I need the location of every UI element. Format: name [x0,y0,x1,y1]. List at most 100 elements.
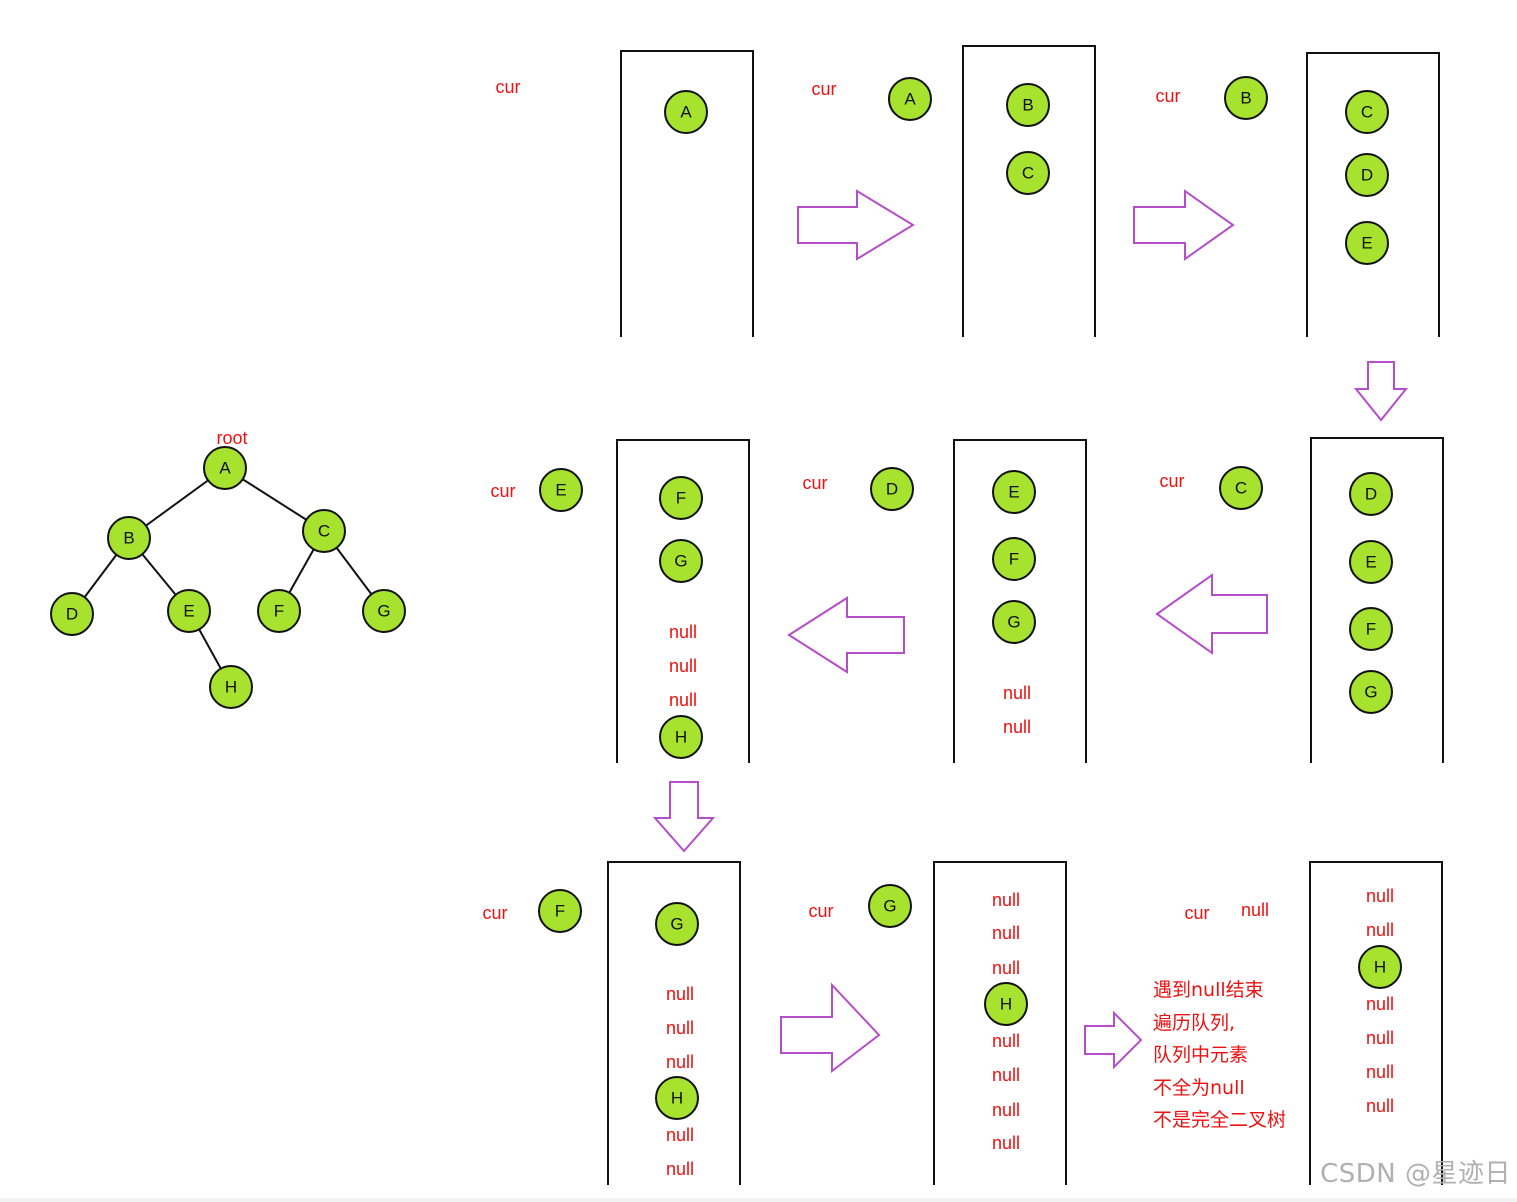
watermark: CSDN @星迹日 [1320,1159,1511,1189]
tree-node-circle [302,509,346,553]
tree-node-circle [362,589,406,633]
queue-node-circle [659,476,703,520]
tree-node-label: D [66,605,78,624]
queue-box [616,439,750,763]
cur-node-circle [539,468,583,512]
queue-node-circle [1345,90,1389,134]
queue-node-circle [1349,472,1393,516]
queue-node-label: D [1361,166,1373,185]
queue-node-label: G [1364,683,1377,702]
root-label: root [216,428,247,448]
queue-node-circle [1345,153,1389,197]
queue-node-circle [984,982,1028,1026]
queue-node-circle [1349,607,1393,651]
queue-box [1310,437,1444,763]
queue-null: null [992,1133,1020,1153]
queue-null: null [666,1052,694,1072]
queue-node-circle [1349,670,1393,714]
tree-node-circle [257,589,301,633]
tree-node-circle [209,665,253,709]
queue-null: null [666,984,694,1004]
queue-node-label: E [1008,483,1019,502]
queue-node-label: E [1365,553,1376,572]
tree-node-label: E [183,602,194,621]
tree-node-circle [167,589,211,633]
cur-node-circle [1219,466,1263,510]
arrow-left [1155,573,1268,655]
cur-node-label: G [883,897,896,916]
queue-node-circle [1358,945,1402,989]
tree-node-label: F [274,602,284,621]
cur-node-label: D [886,480,898,499]
cur-node-label: A [904,90,916,109]
queue-box [607,861,741,1185]
queue-node-circle [655,1076,699,1120]
cur-label: cur [802,473,827,493]
queue-null: null [1366,1096,1394,1116]
queue-node-label: H [671,1089,683,1108]
cur-node-label: E [555,481,566,500]
queue-null: null [1366,886,1394,906]
queue-node-circle [992,600,1036,644]
queue-node-circle [992,537,1036,581]
queue-node-circle [655,902,699,946]
cur-label: cur [808,901,833,921]
tree-node-label: H [225,678,237,697]
arrow-right [1133,189,1235,261]
queue-null: null [992,923,1020,943]
cur-label: cur [495,77,520,97]
queue-node-label: F [1009,550,1019,569]
queue-node-label: B [1022,96,1033,115]
arrow-left [787,596,905,674]
cur-node-circle [888,77,932,121]
queue-null: null [1366,994,1394,1014]
queue-null: null [1366,1028,1394,1048]
queue-null: null [669,622,697,642]
queue-node-label: F [1366,620,1376,639]
cur-label: cur [1159,471,1184,491]
queue-node-label: C [1022,164,1034,183]
note-line: 遍历队列, [1153,1011,1236,1034]
queue-node-label: D [1365,485,1377,504]
queue-node-circle [659,715,703,759]
note-line: 遇到null结束 [1153,979,1264,1001]
cur-label: cur [1184,903,1209,923]
queue-node-circle [1349,540,1393,584]
queue-node-label: F [676,489,686,508]
queue-null: null [992,958,1020,978]
queue-node-label: E [1361,234,1372,253]
queue-node-circle [1345,221,1389,265]
queue-null: null [992,1100,1020,1120]
queue-node-label: H [1374,958,1386,977]
cur-node-circle [538,889,582,933]
queue-null: null [669,656,697,676]
queue-node-circle [1006,83,1050,127]
queue-node-label: G [1007,613,1020,632]
queue-node-label: G [674,552,687,571]
queue-null: null [669,690,697,710]
note-line: 不是完全二叉树 [1153,1109,1287,1131]
cur-node-circle [870,467,914,511]
note-line: 队列中元素 [1153,1044,1249,1066]
queue-box [620,50,754,337]
cur-node-circle [868,884,912,928]
queue-null: null [666,1125,694,1145]
queue-null: null [1366,920,1394,940]
tree-node-label: C [318,522,330,541]
cur-node-label: C [1235,479,1247,498]
queue-node-label: H [1000,995,1012,1014]
cur-label: cur [482,903,507,923]
queue-box [953,439,1087,763]
arrow-right [1084,1010,1143,1070]
cur-node-label: B [1240,89,1251,108]
cur-node-circle [1224,76,1268,120]
queue-node-label: G [670,915,683,934]
cur-label: cur [1155,86,1180,106]
queue-null: null [666,1018,694,1038]
cur-value: null [1241,900,1269,920]
queue-node-label: C [1361,103,1373,122]
bottom-strip [0,1198,1517,1202]
tree-node-label: G [377,602,390,621]
